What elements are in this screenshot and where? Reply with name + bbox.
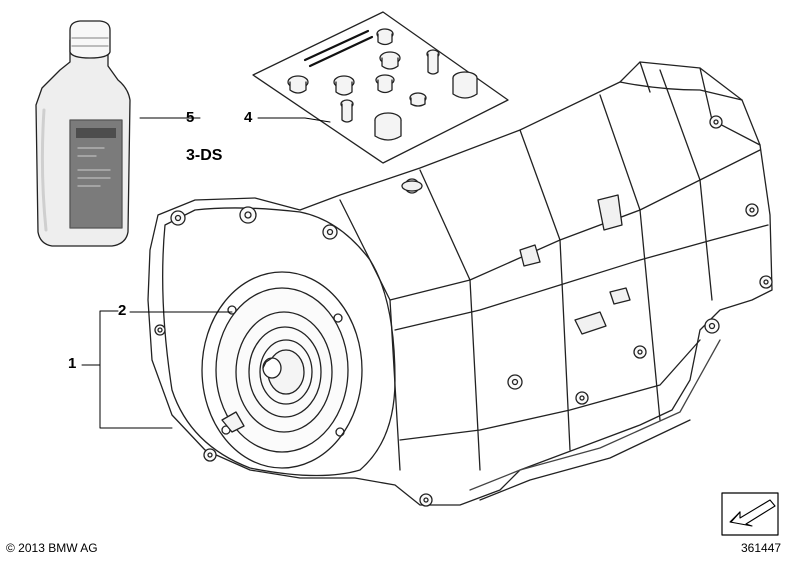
image-number: 361447	[741, 541, 782, 555]
callout-4: 4	[244, 109, 253, 126]
copyright-notice: © 2013 BMW AG	[6, 541, 98, 555]
callout-1: 1	[68, 355, 77, 372]
gasket-kit	[252, 11, 509, 164]
arrow-icon	[721, 492, 779, 536]
torque-converter	[201, 271, 363, 469]
bracket-1	[81, 310, 173, 429]
callout-5: 5	[186, 109, 195, 126]
callout-2: 2	[118, 302, 127, 319]
oil-bottle	[35, 20, 131, 247]
leader-lines	[81, 117, 331, 429]
leader-4	[257, 117, 331, 123]
code-label: 3-DS	[186, 147, 223, 164]
